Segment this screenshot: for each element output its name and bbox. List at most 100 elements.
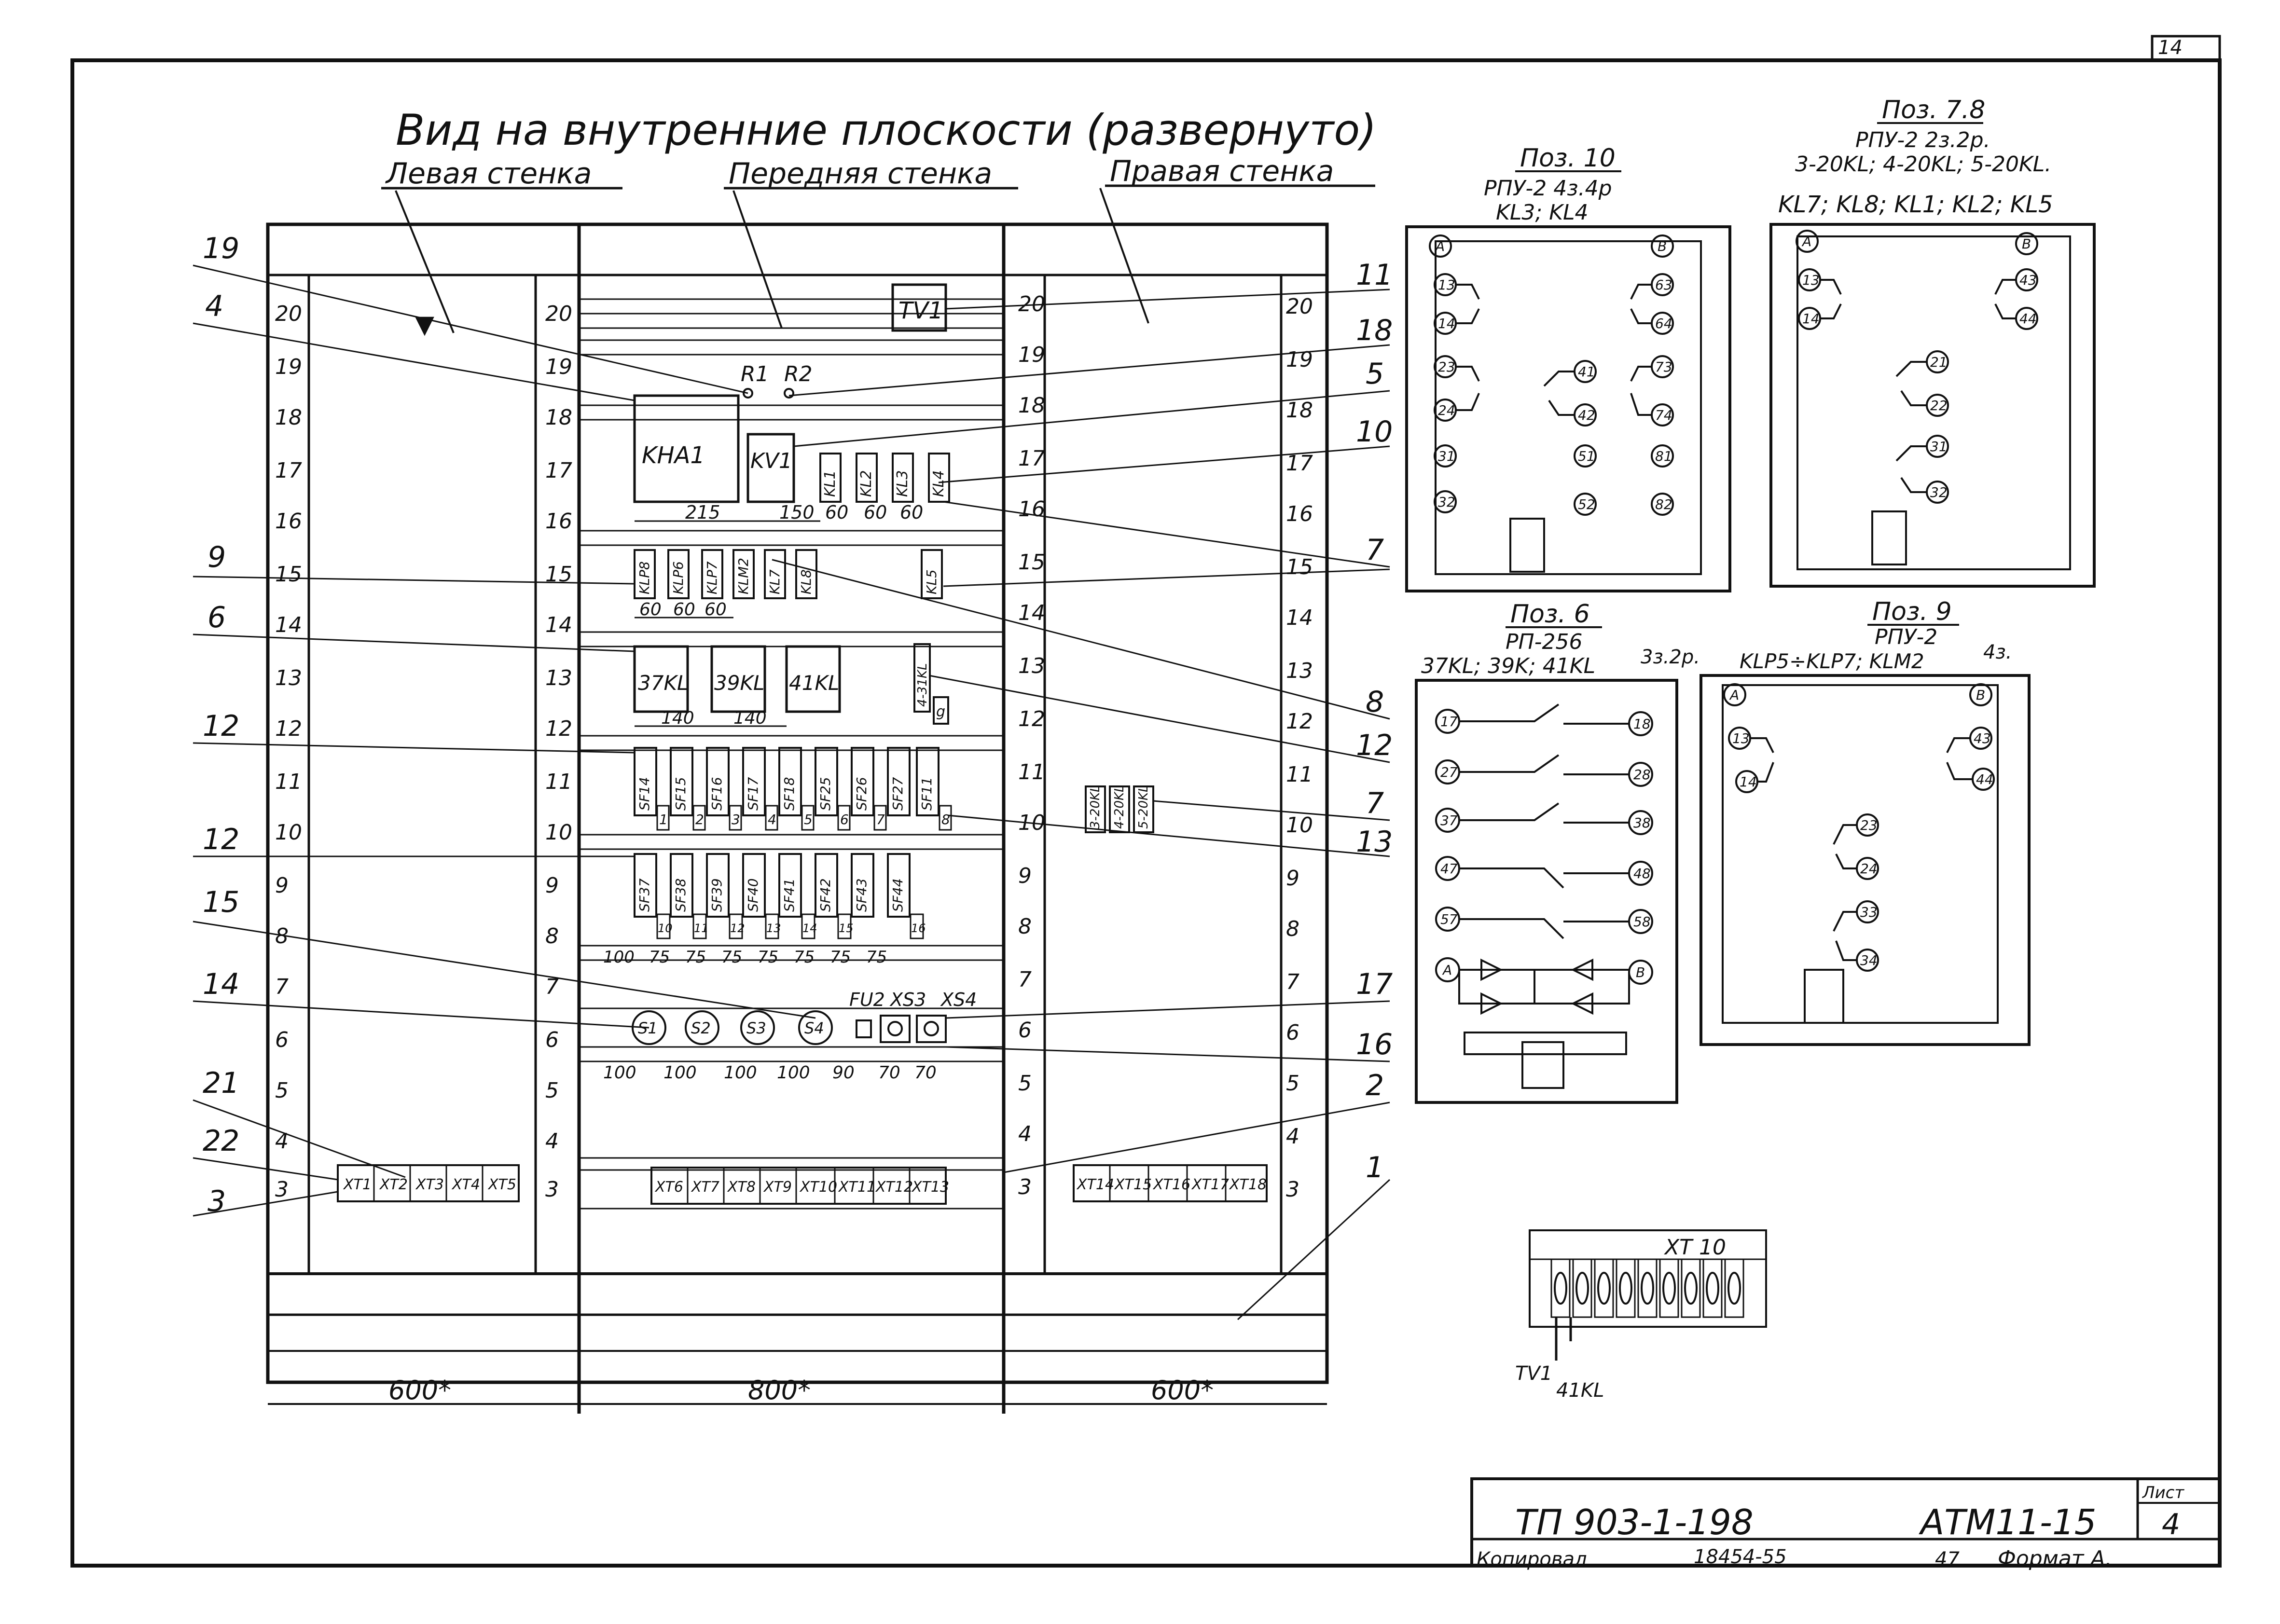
svg-text:41KL: 41KL xyxy=(789,671,839,695)
footer-number: 18454-55 xyxy=(1694,1546,1787,1568)
svg-text:XT16: XT16 xyxy=(1152,1176,1190,1193)
svg-text:100: 100 xyxy=(777,1063,810,1083)
svg-text:16: 16 xyxy=(545,509,572,534)
svg-text:7: 7 xyxy=(275,975,289,999)
svg-text:6: 6 xyxy=(275,1028,289,1052)
svg-text:7: 7 xyxy=(1286,970,1299,994)
width-dimensions: 600* 800* 600* xyxy=(268,1375,1327,1405)
svg-text:14: 14 xyxy=(1802,311,1820,327)
svg-text:SF41: SF41 xyxy=(781,878,797,912)
front-panel-rails xyxy=(579,298,1004,1210)
svg-text:41: 41 xyxy=(1578,364,1595,380)
svg-text:XT2: XT2 xyxy=(379,1176,408,1193)
relay-kl1 xyxy=(819,453,842,503)
svg-text:7: 7 xyxy=(1366,786,1384,820)
svg-text:XT8: XT8 xyxy=(727,1179,756,1196)
svg-text:SF39: SF39 xyxy=(709,878,725,912)
svg-text:23: 23 xyxy=(1438,359,1455,375)
tv1-device xyxy=(891,283,947,332)
svg-text:3: 3 xyxy=(275,1177,289,1202)
svg-text:75: 75 xyxy=(721,948,742,967)
svg-text:70: 70 xyxy=(878,1063,900,1083)
svg-text:20: 20 xyxy=(1286,294,1313,319)
svg-text:600*: 600* xyxy=(1151,1375,1214,1405)
svg-text:14: 14 xyxy=(1286,606,1313,630)
svg-text:7: 7 xyxy=(1366,533,1384,567)
svg-text:52: 52 xyxy=(1578,496,1595,512)
svg-text:32: 32 xyxy=(1438,494,1455,510)
svg-text:18: 18 xyxy=(1286,398,1313,423)
xt10-detail: XT 10 TV1 41KL xyxy=(1515,1229,1767,1402)
svg-text:XT6: XT6 xyxy=(654,1179,683,1196)
svg-text:58: 58 xyxy=(1633,914,1651,930)
svg-text:140: 140 xyxy=(661,708,694,728)
svg-text:37KL; 39K; 41KL: 37KL; 39K; 41KL xyxy=(1421,654,1595,678)
svg-text:4: 4 xyxy=(545,1129,559,1154)
relay-kl3 xyxy=(892,453,914,503)
svg-text:60: 60 xyxy=(900,502,923,523)
front-wall-leader xyxy=(732,190,783,329)
left-wall-arrowhead: ▼ xyxy=(415,310,434,339)
svg-text:Поз. 7.8: Поз. 7.8 xyxy=(1882,96,1985,124)
svg-text:5: 5 xyxy=(275,1078,289,1103)
svg-text:XT10: XT10 xyxy=(799,1179,837,1196)
svg-text:11: 11 xyxy=(694,922,709,935)
svg-text:22: 22 xyxy=(1930,398,1948,413)
svg-text:XT12: XT12 xyxy=(875,1179,913,1196)
svg-text:81: 81 xyxy=(1655,448,1672,464)
corner-box xyxy=(2151,35,2221,62)
svg-text:11: 11 xyxy=(1286,762,1313,787)
footer-format: Формат А. xyxy=(1998,1546,2112,1571)
svg-text:10: 10 xyxy=(658,922,673,935)
svg-text:4: 4 xyxy=(1018,1122,1032,1146)
svg-text:13: 13 xyxy=(1732,730,1750,746)
svg-text:11: 11 xyxy=(545,770,572,794)
svg-text:14: 14 xyxy=(1740,774,1757,790)
svg-text:17: 17 xyxy=(545,458,572,483)
pos6-relay-diagram: Поз. 6 РП-256 3з.2р. 37KL; 39K; 41KL 17 … xyxy=(1415,600,1700,1104)
front-wall-heading: Передняя стенка xyxy=(729,157,992,191)
terminal-blocks: XT1 XT2 XT3 XT4 XT5 XT6 XT7 XT8 XT9 XT10… xyxy=(337,1164,1268,1205)
svg-text:21: 21 xyxy=(1930,354,1948,370)
svg-text:15: 15 xyxy=(203,885,239,919)
svg-text:4: 4 xyxy=(205,289,223,323)
footer-copied: Копировал xyxy=(1477,1548,1587,1570)
svg-text:13: 13 xyxy=(1018,654,1045,678)
resistor-r1 xyxy=(743,388,753,399)
stamp-code: АТМ11-15 xyxy=(1919,1502,2097,1542)
svg-text:В: В xyxy=(1976,687,1985,703)
svg-text:KL8: KL8 xyxy=(798,569,814,594)
left-wall-leader xyxy=(395,190,455,333)
svg-text:8: 8 xyxy=(941,812,950,827)
kv1-device xyxy=(746,433,795,503)
svg-text:SF25: SF25 xyxy=(817,777,833,811)
svg-text:60: 60 xyxy=(825,502,848,523)
svg-text:75: 75 xyxy=(866,948,887,967)
svg-text:KLP6: KLP6 xyxy=(670,561,686,594)
row-numbers-left-wall: 20 19 18 17 16 15 14 13 12 11 10 9 8 7 6… xyxy=(275,302,302,1202)
svg-text:А: А xyxy=(1729,687,1739,703)
svg-text:18: 18 xyxy=(275,405,302,430)
svg-text:SF27: SF27 xyxy=(890,777,906,811)
svg-text:KL2: KL2 xyxy=(858,470,875,497)
svg-text:3: 3 xyxy=(1286,1177,1299,1202)
footer-page: 47 xyxy=(1935,1548,1960,1570)
drawing-title: Вид на внутренние плоскости (развернуто) xyxy=(396,105,1377,155)
svg-text:SF44: SF44 xyxy=(890,878,906,912)
svg-text:74: 74 xyxy=(1655,407,1672,423)
svg-text:13: 13 xyxy=(1802,272,1820,288)
svg-text:8: 8 xyxy=(1018,914,1032,939)
svg-text:4-20KL: 4-20KL xyxy=(1112,785,1127,829)
svg-text:KLP5÷KLP7; KLM2: KLP5÷KLP7; KLM2 xyxy=(1740,649,1924,673)
svg-text:37: 37 xyxy=(1440,812,1458,828)
svg-text:12: 12 xyxy=(203,709,239,743)
svg-text:9: 9 xyxy=(1018,864,1032,888)
svg-text:TV1: TV1 xyxy=(1515,1363,1552,1385)
svg-text:4-31KL: 4-31KL xyxy=(915,663,930,707)
svg-text:21: 21 xyxy=(203,1066,239,1100)
svg-text:12: 12 xyxy=(275,716,302,741)
svg-text:7: 7 xyxy=(545,975,559,999)
svg-text:В: В xyxy=(2022,236,2031,252)
svg-text:63: 63 xyxy=(1655,277,1672,293)
